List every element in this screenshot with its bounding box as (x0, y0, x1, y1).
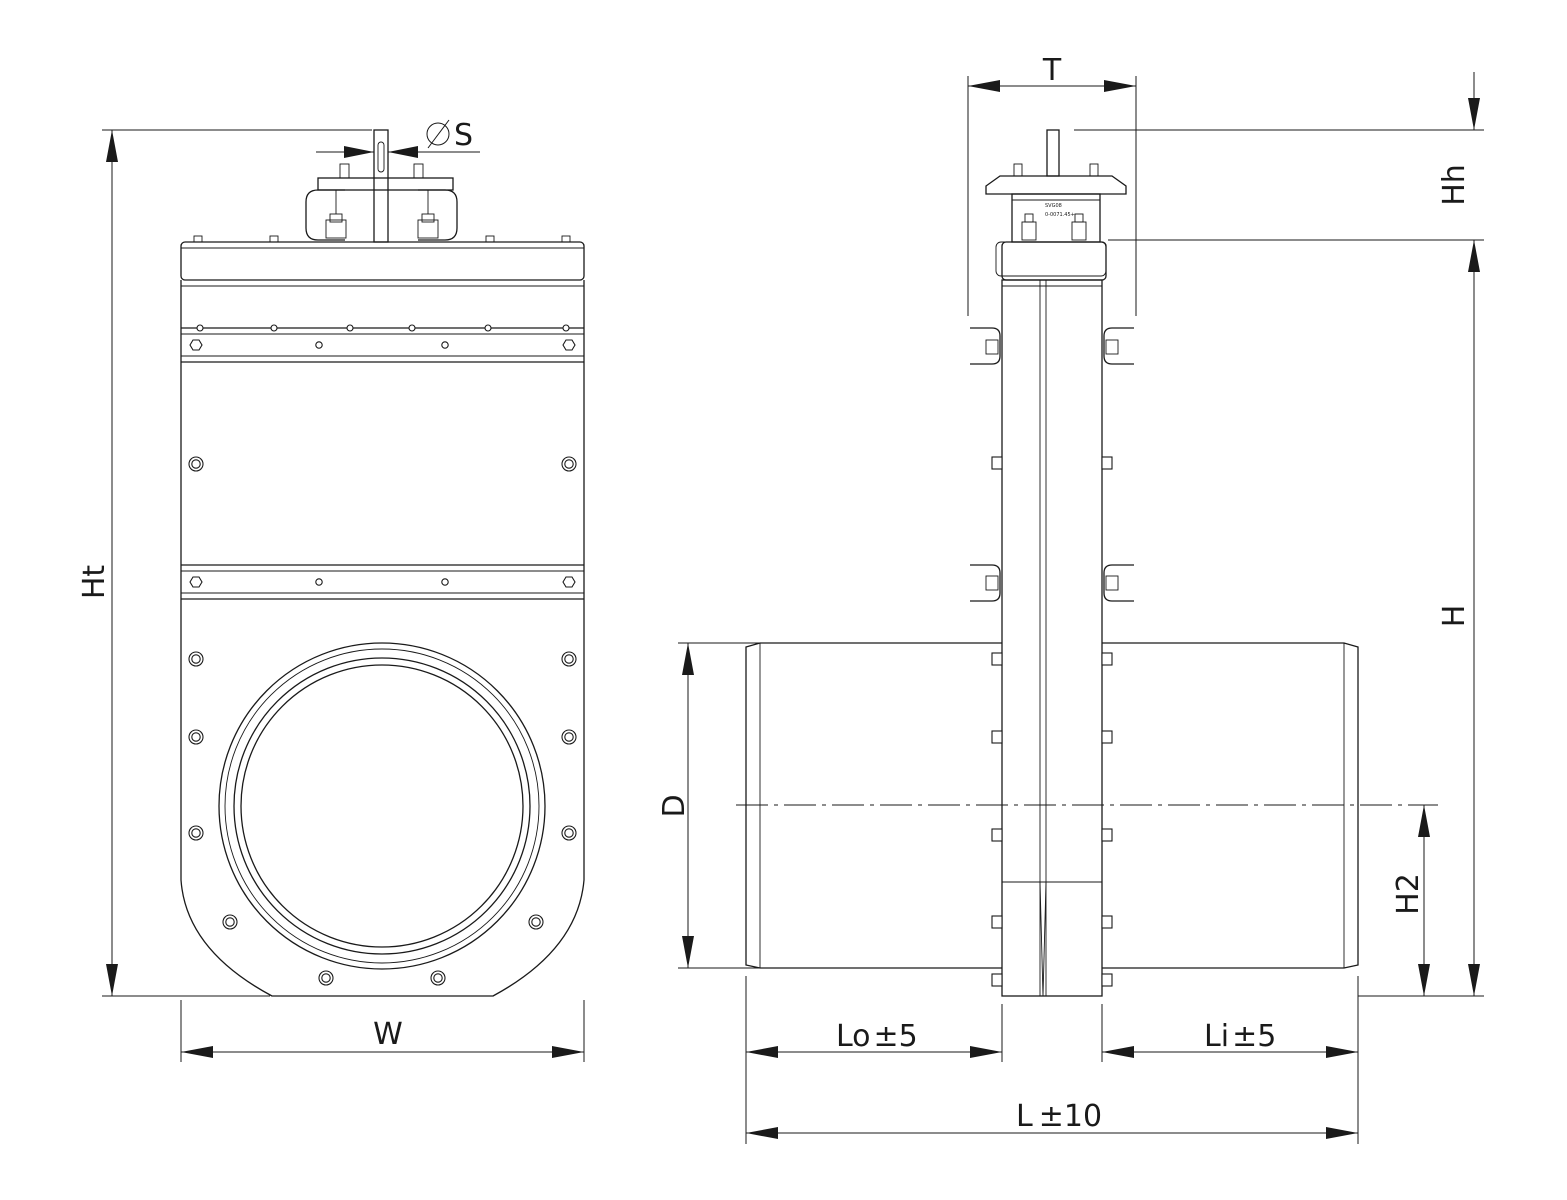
dim-hh-label: Hh (1437, 164, 1472, 206)
nameplate-line2: 0-0071.45+ (1045, 212, 1075, 218)
dim-l-tolerance: ±10 (1039, 1099, 1102, 1134)
dim-lo-name: Lo (836, 1019, 871, 1054)
front-top-cap (180, 241, 585, 281)
side-outlet-pipe (745, 642, 1002, 969)
front-lower-strip (181, 564, 584, 600)
cap-studs (193, 235, 571, 243)
dim-li-label: Li±5 (1204, 1019, 1276, 1054)
front-port (218, 642, 546, 970)
front-body-outline (180, 280, 585, 997)
dim-l-name: L (1016, 1099, 1033, 1134)
dim-h2-label: H2 (1391, 873, 1426, 915)
side-brackets (970, 327, 1134, 602)
side-dimensions: T Hh H D H2 Lo±5 (657, 53, 1484, 1144)
dim-ht-label: Ht (77, 565, 112, 600)
dim-li-tolerance: ±5 (1232, 1019, 1276, 1054)
front-actuator (305, 129, 458, 243)
side-top-cap (1001, 241, 1107, 281)
side-bolts (991, 456, 1113, 987)
side-gate-body (1001, 279, 1103, 997)
dim-lo-label: Lo±5 (836, 1019, 918, 1054)
dim-w-label: W (373, 1017, 403, 1052)
strip-nuts (196, 324, 570, 332)
dim-h-label: H (1437, 605, 1472, 628)
side-inlet-pipe (1102, 642, 1359, 969)
dim-lo-tolerance: ±5 (874, 1019, 918, 1054)
nameplate-line1: SVG08 (1045, 203, 1062, 209)
front-view (180, 129, 585, 997)
dim-li-name: Li (1204, 1019, 1229, 1054)
side-actuator: SVG08 0-0071.45+ (985, 129, 1127, 243)
side-view: SVG08 0-0071.45+ (736, 129, 1438, 997)
front-body-bolts (188, 456, 577, 986)
front-upper-strip (181, 324, 584, 363)
front-dimensions: Ht S W (77, 118, 585, 1062)
dim-t-label: T (1042, 53, 1062, 88)
dim-l-label: L±10 (1016, 1099, 1102, 1134)
dim-s-label: S (454, 118, 473, 153)
dim-d-label: D (657, 794, 692, 817)
